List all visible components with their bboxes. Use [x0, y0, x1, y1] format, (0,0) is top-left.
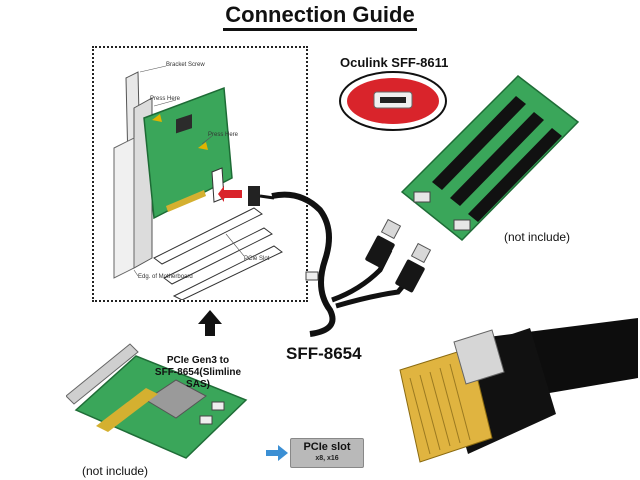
page-title: Connection Guide: [0, 2, 640, 31]
riser-board: [400, 75, 580, 242]
cable-branch-1: [331, 248, 393, 303]
label-edge-of-motherboard: Edg. of Motherboard: [138, 274, 193, 280]
label-pcie-slot: PCIe Slot: [244, 256, 270, 262]
pcie-slot-badge-main: PCIe slot: [303, 441, 351, 453]
blue-arrow: [266, 445, 288, 461]
label-bracket-screw: Bracket Screw: [166, 62, 205, 68]
label-press-here-1: Press Here: [150, 96, 181, 102]
oculink-label: Oculink SFF-8611: [340, 55, 449, 70]
oculink-callout: [339, 71, 447, 131]
pcie-card-title-line1: PCIe Gen3 to: [166, 355, 230, 366]
sff-8654-label: SFF-8654: [286, 344, 362, 363]
not-include-label-top: (not include): [504, 230, 571, 244]
sff8654-connector-closeup: [399, 318, 638, 463]
cable-branch-2: [335, 278, 410, 309]
not-include-label-bottom: (not include): [82, 464, 149, 478]
pcie-slot-badge-sub: x8, x16: [315, 455, 339, 462]
pcie-card-title: PCIe Gen3 to SFF-8654(Slimline SAS): [146, 355, 250, 391]
arrow-up: [198, 310, 222, 336]
cable-clip: [305, 271, 319, 281]
pcie-card-title-line2: SFF-8654(Slimline SAS): [154, 367, 242, 390]
installation-diagram: [113, 65, 283, 301]
pcie-card: [66, 343, 248, 459]
pcie-slot-badge: PCIe slot x8, x16: [290, 438, 364, 468]
oculink-plug-1: [365, 218, 402, 269]
main-cable: [271, 191, 336, 337]
installation-diagram-box: Bracket Screw Press Here Press Here PCIe…: [92, 46, 308, 302]
label-press-here-2: Press Here: [208, 132, 239, 138]
oculink-plug-2: [395, 242, 432, 293]
